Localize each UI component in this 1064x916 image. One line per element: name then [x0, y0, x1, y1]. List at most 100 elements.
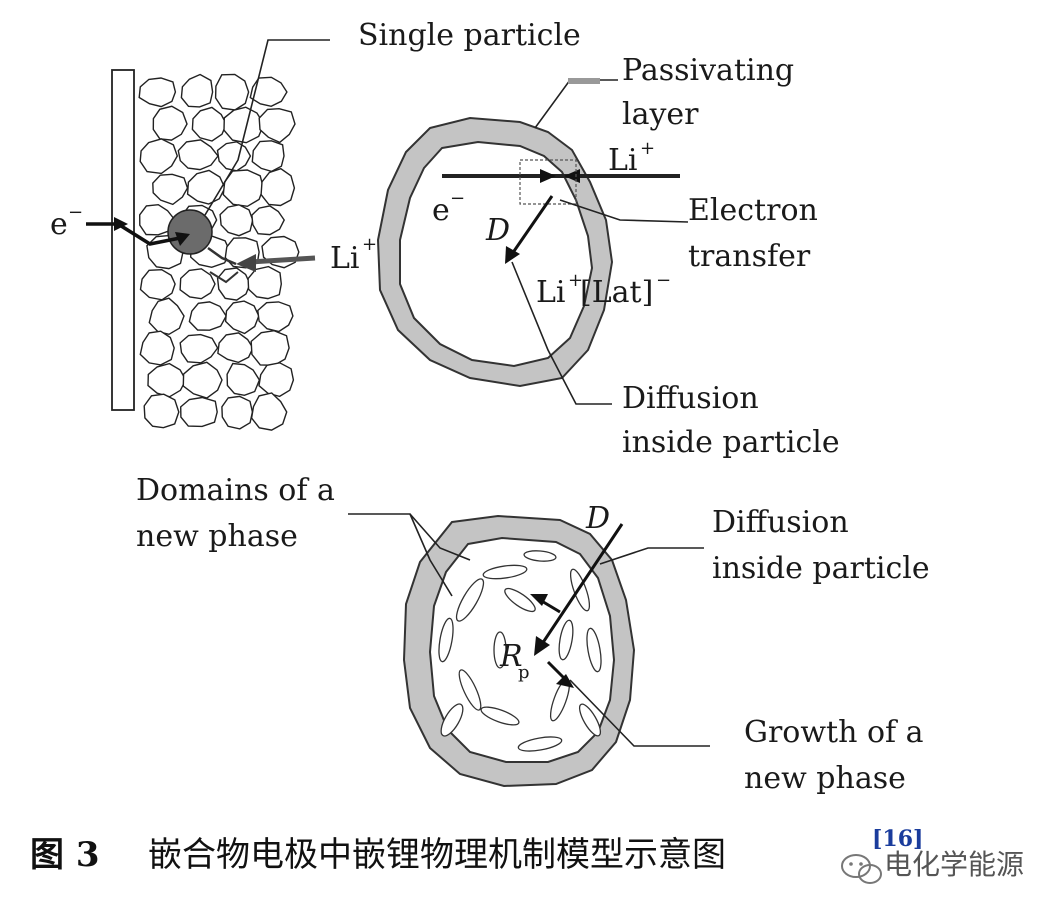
label-electron-transfer-2: transfer: [688, 239, 811, 274]
label-rp-sub: p: [518, 662, 530, 683]
diffusion-top-leader: [511, 261, 612, 405]
label-single-particle: Single particle: [358, 18, 581, 53]
label-growth-2: new phase: [744, 761, 906, 796]
electrode-particle: [258, 362, 295, 398]
label-lat-bracket: [Lat]: [580, 275, 653, 310]
domains-leader-1: [348, 513, 471, 561]
label-diffusion-bottom-1: Diffusion: [712, 505, 849, 540]
electrode-particle: [258, 107, 296, 144]
electrode-particle: [139, 268, 176, 301]
electrode-particle: [139, 330, 175, 366]
label-domains-2: new phase: [136, 519, 298, 554]
electrode-particle: [179, 396, 218, 428]
electrode-particle: [223, 106, 265, 144]
single-particle-highlight: [167, 209, 213, 255]
electron-transfer-leader: [559, 199, 689, 223]
passivating-leader: [534, 79, 618, 129]
new-phase-domain: [523, 550, 557, 562]
particle-with-new-phase: [348, 513, 710, 788]
wechat-icon: [841, 854, 882, 884]
new-phase-domain: [482, 564, 528, 580]
electrode-particle: [260, 167, 296, 207]
label-rp: R: [499, 639, 523, 674]
new-phase-domain: [458, 669, 482, 711]
new-phase-domain: [578, 703, 602, 737]
caption-text: 嵌合物电极中嵌锂物理机制模型示意图: [148, 835, 726, 875]
electrode-particle: [147, 362, 187, 398]
electrode-particle: [180, 73, 214, 108]
electrode-assembly: [86, 39, 330, 431]
electrode-particle: [226, 362, 261, 397]
single-particle-leader: [204, 39, 330, 216]
electrode-particle: [188, 301, 228, 331]
new-phase-domain: [558, 619, 574, 661]
electrode-particle: [222, 169, 265, 208]
electrode-particle: [186, 169, 226, 205]
electrode-particle: [152, 105, 188, 141]
electrode-particle: [249, 76, 288, 108]
label-growth-1: Growth of a: [744, 715, 924, 750]
label-electron-inner-sup: −: [450, 188, 465, 209]
label-electron-left: e: [50, 207, 68, 242]
watermark-text: 电化学能源: [884, 848, 1024, 881]
caption-reference: [16]: [872, 826, 923, 852]
electrode-particle: [216, 267, 251, 301]
diffusion-bottom-leader: [599, 547, 704, 565]
label-domains-1: Domains of a: [136, 473, 335, 508]
electrode-particle: [219, 204, 254, 237]
label-passivating-2: layer: [622, 97, 699, 132]
new-phase-domain: [586, 627, 602, 673]
label-electron-left-sup: −: [68, 202, 83, 223]
particle-packing: [138, 73, 300, 431]
electrode-particle: [143, 393, 180, 429]
electrode-particle: [138, 203, 176, 236]
new-phase-domain: [438, 617, 454, 663]
electrode-particle: [179, 333, 219, 364]
electrode-particle: [250, 392, 288, 431]
label-li-plus-left-sup: +: [362, 234, 377, 255]
label-lat-bracket-sup: −: [656, 270, 671, 291]
new-phase-domains: [438, 550, 602, 752]
electrode-particle: [216, 141, 252, 172]
label-lat-li: Li: [536, 275, 566, 310]
label-d-top: D: [485, 213, 510, 248]
label-passivating-1: Passivating: [622, 53, 794, 88]
new-phase-domain: [569, 568, 591, 612]
label-electron-transfer-1: Electron: [688, 193, 818, 228]
label-diffusion-bottom-2: inside particle: [712, 551, 930, 586]
electrode-particle: [191, 106, 228, 142]
new-phase-domain: [440, 703, 464, 737]
label-d-bottom: D: [585, 501, 610, 536]
electrode-particle: [139, 138, 179, 175]
electrode-particle: [224, 300, 260, 335]
label-diffusion-top-1: Diffusion: [622, 381, 759, 416]
label-li-plus-top-sup: +: [640, 138, 655, 159]
watermark: 电化学能源: [841, 848, 1024, 884]
electrode-particle: [214, 73, 250, 111]
new-phase-domain: [517, 736, 563, 752]
electrode-particle: [247, 265, 283, 300]
new-phase-domain: [504, 587, 536, 613]
domains-leader-2: [409, 513, 453, 597]
label-lat-li-sup: +: [568, 270, 583, 291]
electrode-particle: [152, 173, 189, 206]
electrode-particle: [148, 297, 185, 336]
new-phase-domain: [455, 578, 485, 622]
electrode-particle: [179, 268, 216, 300]
electrode-particle: [217, 332, 254, 364]
new-phase-domain: [480, 706, 520, 726]
electrode-particle: [177, 139, 219, 171]
electrode-particle: [257, 301, 294, 333]
electron-path-arrow: [117, 222, 181, 246]
caption-figure-number: 图 3: [30, 835, 100, 875]
electrode-particle: [138, 77, 177, 108]
electrode-particle: [182, 361, 223, 399]
new-phase-domain: [493, 631, 507, 669]
label-li-plus-top: Li: [608, 143, 638, 178]
electrode-particle: [221, 395, 254, 430]
label-electron-inner: e: [432, 193, 450, 228]
electrode-particle: [251, 140, 285, 173]
label-li-plus-left: Li: [330, 241, 360, 276]
electrode-particle: [251, 205, 286, 236]
